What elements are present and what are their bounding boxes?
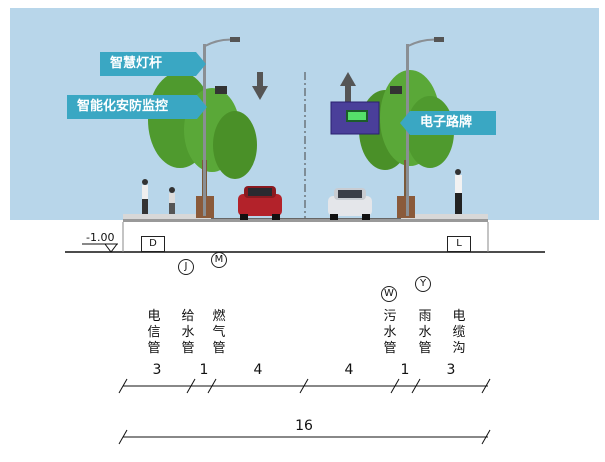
box-label-l: L (447, 236, 471, 252)
up-arrow-icon (340, 72, 356, 102)
pedestrian-icon (455, 169, 462, 214)
left-light-pole-icon (203, 37, 240, 216)
pedestrian-icon (142, 179, 148, 214)
dim-segment-3: 4 (253, 362, 263, 378)
pipe-code-m: M (211, 252, 227, 268)
pipe-label-rain: 雨水管 (418, 309, 432, 356)
elevation-label: -1.00 (86, 231, 115, 244)
white-car-icon (328, 188, 372, 220)
smart-pole-callout: 智慧灯杆 (100, 52, 206, 76)
dim-total: 16 (295, 418, 313, 434)
right-sidewalk (400, 214, 488, 220)
pedestrian-icon (169, 187, 175, 214)
dim-segment-4: 4 (344, 362, 354, 378)
road-sign-callout: 电子路牌 (400, 111, 496, 135)
camera-icon (390, 86, 402, 94)
elevation-triangle (104, 243, 118, 253)
pipe-label-water-supply: 给水管 (181, 309, 195, 356)
dim-segment-6: 3 (446, 362, 456, 378)
pipe-label-cable: 电缆沟 (452, 309, 466, 356)
dim-segment-2: 1 (199, 362, 209, 378)
security-callout: 智能化安防监控 (67, 95, 207, 119)
dim-segment-1: 3 (152, 362, 162, 378)
left-sidewalk (123, 214, 211, 220)
camera-icon (215, 86, 227, 94)
road-base (123, 219, 488, 222)
pipe-label-sewage: 污水管 (383, 309, 397, 356)
pipe-label-telecom: 电信管 (147, 309, 161, 356)
pipe-code-w: W (381, 286, 397, 302)
box-label-d: D (141, 236, 165, 252)
pipe-label-gas: 燃气管 (212, 309, 226, 356)
down-arrow-icon (252, 72, 268, 100)
red-car-icon (238, 186, 282, 220)
pipe-code-y: Y (415, 276, 431, 292)
total-dimension-line (118, 429, 491, 445)
pipe-code-j: J (178, 259, 194, 275)
electronic-sign-icon (330, 101, 380, 135)
segment-dimension-line (118, 378, 491, 394)
dim-segment-5: 1 (400, 362, 410, 378)
